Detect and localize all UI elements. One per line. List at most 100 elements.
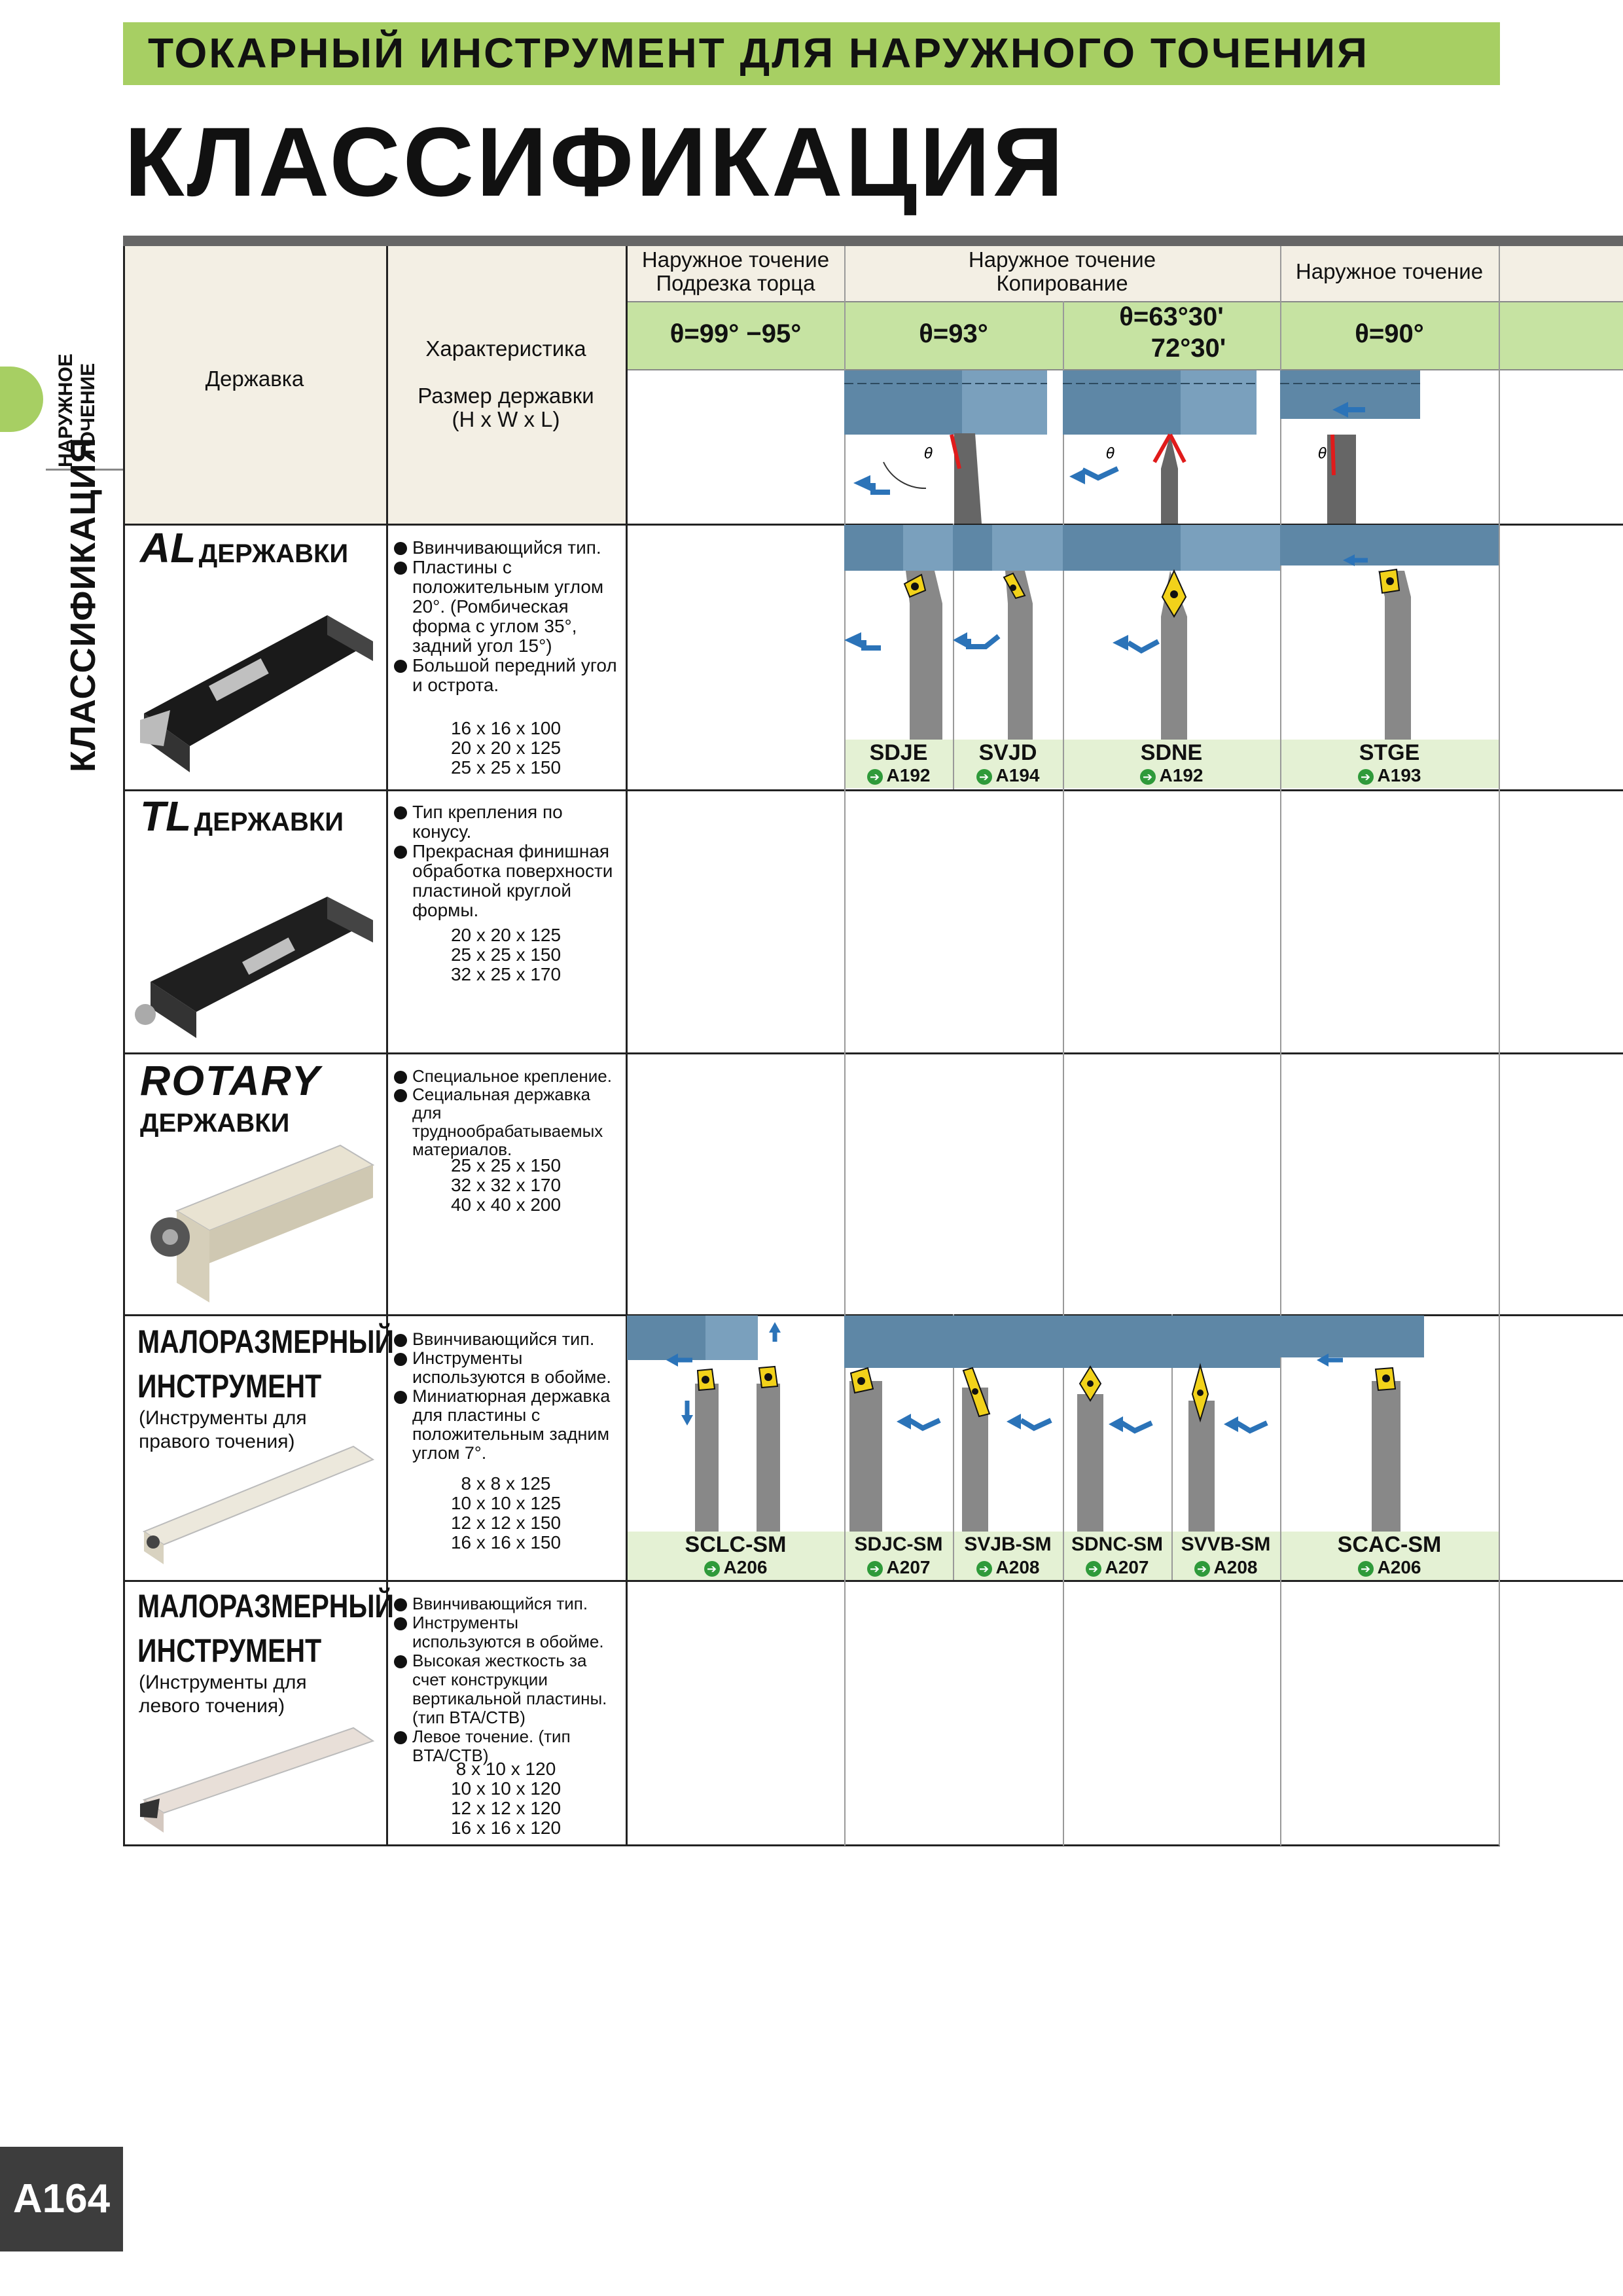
approach-angle-diagrams: θ θ θ: [844, 370, 1420, 524]
rotary-characteristics: Специальное крепление. Сециальная держав…: [393, 1067, 622, 1158]
al-size: 25 x 25 x 150: [450, 757, 562, 778]
sm-left-name-line1: МАЛОРАЗМЕРНЫЙ: [137, 1588, 395, 1624]
sm-right-bullet: Миниатюрная державка для пластины с поло…: [393, 1387, 622, 1463]
code-sdne: SDNE: [1140, 740, 1203, 765]
column-subdivider: [1171, 1314, 1173, 1580]
ref-sdjc-sm-page: A207: [886, 1557, 931, 1577]
column-subdivider: [953, 1314, 954, 1580]
row-divider: [123, 789, 1623, 791]
tl-holder-name-small: ДЕРЖАВКИ: [194, 808, 344, 836]
al-bullet: Большой передний угол и острота.: [393, 656, 622, 695]
header-group-turning: Наружное точение: [1295, 259, 1484, 283]
header-size-title: Размер державки: [418, 384, 594, 408]
sm-right-size: 12 x 12 x 150: [450, 1513, 562, 1533]
ref-sdne-page: A192: [1159, 765, 1204, 785]
row-divider: [123, 1314, 1623, 1316]
diagram-svjd: [953, 525, 1063, 740]
arrow-right-icon: ➔: [1085, 1560, 1101, 1577]
ref-svvb-sm-page: A208: [1213, 1557, 1258, 1577]
rotary-sizes: 25 x 25 x 150 32 x 32 x 170 40 x 40 x 20…: [386, 1156, 626, 1215]
al-bullet: Пластины с положительным углом 20°. (Ром…: [393, 558, 622, 656]
ref-svjd-page: A194: [995, 765, 1040, 785]
ref-sdjc-sm[interactable]: ➔A207: [844, 1558, 953, 1577]
rotary-size: 40 x 40 x 200: [450, 1194, 562, 1215]
diagram-sdje: [844, 525, 953, 740]
diagram-sdjc-sm: [844, 1316, 953, 1532]
side-tab-marker: [0, 367, 43, 432]
arrow-right-icon: ➔: [866, 1560, 883, 1577]
theta-label: θ: [1318, 446, 1327, 462]
row-divider: [123, 1580, 1623, 1582]
sm-left-bullet: Высокая жесткость за счет конструкции ве…: [393, 1651, 622, 1727]
al-characteristics: Ввинчивающийся тип. Пластины с положител…: [393, 538, 622, 695]
arrow-right-icon: ➔: [1139, 768, 1156, 785]
arrow-right-icon: ➔: [976, 768, 992, 785]
tl-holder-name-big: TL: [140, 793, 192, 840]
column-divider: [844, 246, 846, 1846]
sm-right-size: 8 x 8 x 125: [461, 1473, 551, 1494]
angle-90: θ=90°: [1355, 319, 1424, 348]
table-left-border: [123, 246, 125, 1846]
sm-right-characteristics: Ввинчивающийся тип. Инструменты использу…: [393, 1330, 622, 1463]
ref-sdje[interactable]: ➔A192: [844, 766, 953, 785]
code-svvb-sm: SVVB-SM: [1181, 1534, 1271, 1555]
ref-sclc-sm-page: A206: [723, 1557, 768, 1577]
theta-label: θ: [1106, 446, 1115, 462]
ref-stge-page: A193: [1377, 765, 1421, 785]
code-svjd: SVJD: [978, 740, 1037, 765]
rotary-bullet: Сециальная державка для труднообрабатыва…: [393, 1085, 622, 1158]
ref-sdnc-sm[interactable]: ➔A207: [1063, 1558, 1171, 1577]
header-group-facing-line2: Подрезка торца: [656, 271, 815, 295]
arrow-right-icon: ➔: [1357, 1560, 1374, 1577]
ref-stge[interactable]: ➔A193: [1280, 766, 1499, 785]
sm-right-name-sub2: правого точения): [139, 1431, 295, 1452]
angle-99-95: θ=99° −95°: [669, 319, 802, 348]
header-characteristic: Характеристика: [425, 336, 586, 361]
theta-label: θ: [924, 446, 933, 462]
sm-left-holder-photo: [140, 1727, 375, 1833]
sm-right-size: 16 x 16 x 150: [450, 1532, 562, 1552]
al-tool-diagrams: [844, 525, 1499, 740]
sm-right-holder-photo: [142, 1445, 375, 1564]
sm-left-bullet: Инструменты используются в обойме.: [393, 1613, 622, 1651]
section-banner-text: ТОКАРНЫЙ ИНСТРУМЕНТ ДЛЯ НАРУЖНОГО ТОЧЕНИ…: [148, 29, 1369, 77]
header-holder: Державка: [205, 367, 304, 391]
code-sdjc-sm: SDJC-SM: [854, 1534, 943, 1555]
al-bullet: Ввинчивающийся тип.: [393, 538, 622, 558]
ref-sdje-page: A192: [886, 765, 931, 785]
ref-scac-sm[interactable]: ➔A206: [1280, 1558, 1499, 1577]
rotary-holder-name-big: ROTARY: [140, 1057, 321, 1104]
diagram-sclc-sm: [627, 1316, 781, 1532]
ref-svjd[interactable]: ➔A194: [953, 766, 1063, 785]
header-divider: [627, 301, 1623, 302]
ref-sclc-sm[interactable]: ➔A206: [627, 1558, 844, 1577]
diagram-sdne: [1063, 525, 1280, 740]
rotary-bullet: Специальное крепление.: [393, 1067, 622, 1085]
diagram-scac-sm: [1280, 1316, 1424, 1532]
tl-size: 20 x 20 x 125: [450, 925, 562, 945]
header-group-copying-line1: Наружное точение: [968, 247, 1156, 272]
tl-bullet: Тип крепления по конусу.: [393, 802, 622, 842]
arrow-right-icon: ➔: [704, 1560, 720, 1577]
tl-characteristics: Тип крепления по конусу. Прекрасная фини…: [393, 802, 622, 920]
tl-size: 32 x 25 x 170: [450, 964, 562, 984]
sm-left-size: 8 x 10 x 120: [455, 1759, 556, 1779]
ref-scac-sm-page: A206: [1377, 1557, 1421, 1577]
al-sizes: 16 x 16 x 100 20 x 20 x 125 25 x 25 x 15…: [386, 719, 626, 778]
angle-63-30: θ=63°30': [1119, 302, 1224, 331]
sm-left-size: 10 x 10 x 120: [450, 1778, 562, 1799]
ref-sdne[interactable]: ➔A192: [1063, 766, 1280, 785]
al-holder-photo: [140, 615, 373, 772]
ref-svjb-sm[interactable]: ➔A208: [953, 1558, 1063, 1577]
rotary-size: 25 x 25 x 150: [450, 1155, 562, 1175]
sm-right-bullet: Инструменты используются в обойме.: [393, 1349, 622, 1387]
arrow-right-icon: ➔: [1357, 768, 1374, 785]
row-divider: [123, 1052, 1623, 1054]
sm-left-sizes: 8 x 10 x 120 10 x 10 x 120 12 x 12 x 120…: [386, 1759, 626, 1838]
rotary-holder-photo: [151, 1144, 375, 1302]
column-divider: [1499, 246, 1500, 1846]
angle-72-30: 72°30': [1150, 334, 1226, 363]
column-divider: [1063, 301, 1064, 1846]
angle-93: θ=93°: [919, 319, 988, 348]
ref-svvb-sm[interactable]: ➔A208: [1171, 1558, 1280, 1577]
